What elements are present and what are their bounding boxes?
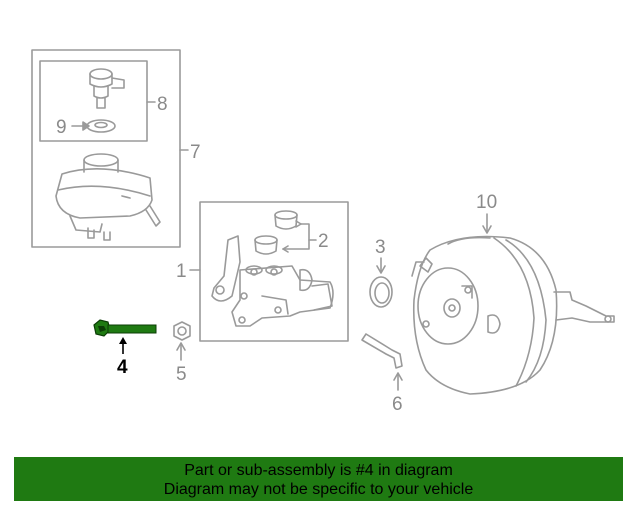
seal-icon xyxy=(86,119,116,133)
grommet-icon xyxy=(254,210,298,255)
brake-booster-icon xyxy=(411,235,615,395)
caption-banner: Part or sub-assembly is #4 in diagram Di… xyxy=(14,457,623,501)
nut-icon xyxy=(173,321,191,341)
master-cylinder-icon xyxy=(211,235,334,327)
vacuum-hose-icon xyxy=(361,333,403,369)
callout-1: 1 xyxy=(176,261,187,282)
reservoir-cap-icon xyxy=(89,68,125,109)
callout-8: 8 xyxy=(157,94,168,115)
callout-3: 3 xyxy=(375,237,386,258)
callout-6: 6 xyxy=(392,394,403,415)
callout-2: 2 xyxy=(318,231,329,252)
caption-line-1: Part or sub-assembly is #4 in diagram xyxy=(184,462,453,479)
callout-7: 7 xyxy=(190,142,201,163)
callout-10: 10 xyxy=(476,192,497,213)
callout-5: 5 xyxy=(176,364,187,385)
cap-group-box xyxy=(39,60,148,142)
callout-4: 4 xyxy=(117,357,128,378)
callout-9: 9 xyxy=(56,117,67,138)
caption-line-2: Diagram may not be specific to your vehi… xyxy=(163,481,474,498)
reservoir-tank-icon xyxy=(55,153,161,241)
master-cylinder-group-box xyxy=(199,201,349,342)
seal-ring-icon xyxy=(369,276,393,308)
bolt-part-4-icon[interactable] xyxy=(93,319,157,337)
reservoir-group-box xyxy=(31,49,181,248)
